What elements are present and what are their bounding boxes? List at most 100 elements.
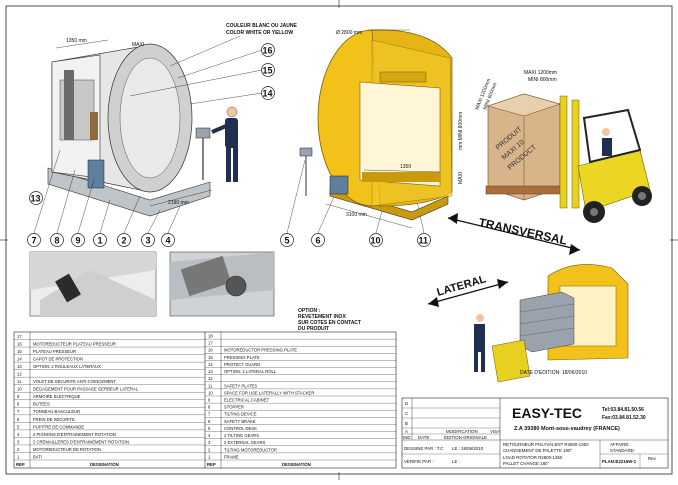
transversal-arrow: TRANSVERSAL xyxy=(447,213,581,255)
parts-rep-fr-4: 4 xyxy=(17,432,20,437)
operator-figure xyxy=(211,106,238,182)
parts-designation-en-9: ELECTRICAL CABINET xyxy=(224,398,269,403)
parts-designation-fr-10: DEGAGEMENT POUR PASSAGE GERBEUR LATERAL xyxy=(33,387,139,392)
company-tel: Tel:03.84.81.50.56 xyxy=(602,407,644,413)
parts-designation-en-1: FRAME xyxy=(224,454,239,459)
parts-rep-en-17: 17 xyxy=(208,341,213,346)
parts-designation-en-6: SAFETY BRAKE xyxy=(224,419,256,424)
parts-header-rep-right: REP xyxy=(207,462,216,467)
affaire-label: AFFAIRE: xyxy=(610,442,630,447)
parts-designation-en-11: SAFETY PLATES xyxy=(224,383,257,388)
callout-5: 5 xyxy=(285,236,290,246)
parts-rep-fr-8: 8 xyxy=(17,402,20,407)
callout-4: 4 xyxy=(166,236,171,246)
parts-designation-fr-14: CAPOT DE PROTECTION xyxy=(33,357,83,362)
parts-designation-en-8: STOPPER xyxy=(224,405,244,410)
rev-b: B xyxy=(405,421,408,426)
parts-rep-en-13: 13 xyxy=(208,369,213,374)
company-name: EASY-TEC xyxy=(512,405,582,421)
electrical-cabinet xyxy=(87,159,105,189)
desc-line-3: LOAD ROTATOR R2800-1350 xyxy=(503,455,563,460)
parts-designation-fr-3: 2 CREMAILLERES D'ENTRAINEMENT ROTATION xyxy=(33,439,129,444)
parts-rep-fr-11: 11 xyxy=(17,379,22,384)
parts-rep-fr-12: 12 xyxy=(17,372,22,377)
parts-designation-en-2: TILTING MOTOREDUCTOR xyxy=(224,447,277,452)
title-block: D C B A IND DATE MODIFICATION EDITION OR… xyxy=(401,397,669,469)
callout-1: 1 xyxy=(98,236,103,246)
rev-c: C xyxy=(405,411,408,416)
parts-designation-en-4: 2 TILTING GEARS xyxy=(224,433,259,438)
callouts: 16 15 14 13 7 8 9 1 2 3 4 5 6 10 xyxy=(27,43,431,247)
parts-designation-fr-4: 2 PIGNONS D'ENTRAINEMENT ROTATION xyxy=(33,432,116,437)
parts-rep-en-9: 9 xyxy=(208,398,211,403)
parts-rep-en-6: 6 xyxy=(208,419,211,424)
company-fax: Fax:03.84.81.52.30 xyxy=(602,415,646,421)
dim-opening: 1350 xyxy=(400,164,411,170)
parts-rep-fr-10: 10 xyxy=(17,387,22,392)
parts-rep-fr-5: 5 xyxy=(17,424,20,429)
parts-rep-en-18: 18 xyxy=(208,334,213,339)
date-edition: DATE D'EDITION: 18/06/2010 xyxy=(520,370,587,376)
callout-11: 11 xyxy=(419,236,429,246)
forklift-figure: PRODUIT MAXI 10 PRODUCT xyxy=(485,93,652,223)
col-modification: MODIFICATION xyxy=(446,429,478,434)
parts-designation-en-13: OPTION: 2 LATERAL ROLL xyxy=(224,369,277,374)
option-title: OPTION : xyxy=(298,308,321,314)
parts-designation-en-15: PRESSING PLATE xyxy=(224,355,260,360)
parts-designation-en-16: MOTOREDUCTOR PRESSING PLATE xyxy=(224,348,297,353)
detail-photo-gears xyxy=(169,251,275,317)
rev-d: D xyxy=(405,401,408,406)
dim-depth: 2190 mm xyxy=(168,200,189,206)
parts-rep-fr-15: 15 xyxy=(17,349,22,354)
transversal-label: TRANSVERSAL xyxy=(477,215,568,247)
parts-rep-fr-17: 17 xyxy=(17,334,22,339)
callout-14: 14 xyxy=(263,89,273,99)
dim-height-mini: mm MINI 800mm xyxy=(458,112,464,150)
parts-designation-en-7: TILTING DEVICE xyxy=(224,412,257,417)
parts-rep-fr-9: 9 xyxy=(17,394,20,399)
parts-designation-en-14: PROTECT GUARD xyxy=(224,362,260,367)
callout-15: 15 xyxy=(263,66,273,76)
parts-rep-fr-16: 16 xyxy=(17,341,22,346)
parts-rep-en-14: 14 xyxy=(208,362,213,367)
parts-designation-en-10: SPACE FOR USE LATERALLY WITH STACKER xyxy=(224,390,314,395)
parts-designation-fr-13: OPTION: 2 ROULEAUX LATERAUX xyxy=(33,364,101,369)
dessine-le: LE : 18/06/2010 xyxy=(452,446,484,451)
parts-rep-en-8: 8 xyxy=(208,405,211,410)
lateral-loading-view xyxy=(474,264,629,383)
dim-base-length: 3100 mm xyxy=(346,212,367,218)
desc-line-4: PALLET CHANGE 180° xyxy=(503,461,549,466)
parts-rep-en-10: 10 xyxy=(208,390,213,395)
verifie-le: LE : xyxy=(452,459,460,464)
col-visa: VISA xyxy=(490,429,500,434)
parts-rep-en-5: 5 xyxy=(208,426,211,431)
rev-a: A xyxy=(405,429,408,434)
parts-designation-en-3: 2 EXTERNAL GEARS xyxy=(224,440,265,445)
parts-designation-fr-7: TONNEAU BASCULEUR xyxy=(33,409,80,414)
parts-rep-fr-13: 13 xyxy=(17,364,22,369)
verifie-par: VERIFIE PAR : xyxy=(404,459,433,464)
parts-rep-en-3: 3 xyxy=(208,440,211,445)
callout-3: 3 xyxy=(146,236,151,246)
parts-header-rep-left: REP xyxy=(16,462,25,467)
parts-rep-fr-6: 6 xyxy=(17,417,20,422)
parts-header-designation-right: DESIGNATION xyxy=(282,462,311,467)
parts-designation-fr-8: BUTEES xyxy=(33,402,50,407)
parts-designation-fr-2: MOTOREDUCTEUR DE ROTATION xyxy=(33,447,101,452)
parts-rep-en-12: 12 xyxy=(208,376,213,381)
dim-height-maxi: MAXI xyxy=(458,172,464,184)
callout-10: 10 xyxy=(371,236,381,246)
callout-8: 8 xyxy=(55,236,60,246)
lateral-arrow: LATERAL xyxy=(427,273,509,307)
affaire-value: STANDARD xyxy=(610,448,634,453)
parts-rep-fr-1: 1 xyxy=(17,454,20,459)
dim-width-top: 1350 mm xyxy=(66,38,87,44)
option-line1: REVETEMENT INOX xyxy=(298,314,346,320)
color-note-en: COLOR WHITE OR YELLOW xyxy=(226,30,293,36)
dim-pallet-maxi-1200-b: MAXI 1200mm xyxy=(524,70,557,76)
callout-7: 7 xyxy=(32,236,37,246)
parts-rep-en-4: 4 xyxy=(208,433,211,438)
